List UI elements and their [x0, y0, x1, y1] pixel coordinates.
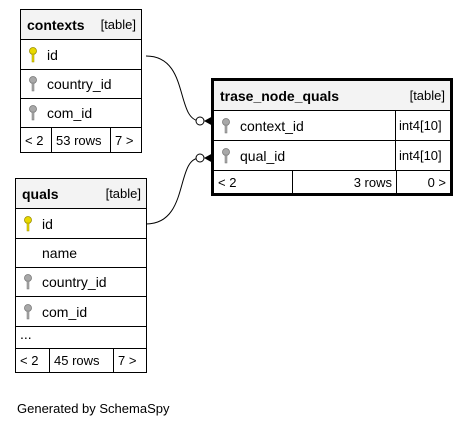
table-kind: [table]	[105, 186, 141, 201]
table-contexts[interactable]: contexts [table] id country_id com_id < …	[20, 9, 142, 153]
table-header: contexts [table]	[21, 10, 141, 40]
column-name: id	[47, 46, 58, 63]
table-trase-node-quals[interactable]: trase_node_quals [table] context_id int4…	[211, 78, 453, 196]
edge-contexts-to-trase-context	[145, 55, 201, 122]
primary-key-icon	[29, 46, 37, 62]
edge-crowfoot-qual	[204, 153, 213, 163]
foreign-key-icon	[222, 117, 230, 133]
footer-prev[interactable]: < 2	[214, 171, 293, 193]
column-name: country_id	[47, 76, 112, 92]
column-row[interactable]: context_id int4[10]	[214, 111, 450, 141]
table-header: trase_node_quals [table]	[214, 81, 450, 111]
foreign-key-icon	[29, 105, 37, 121]
table-footer: < 2 53 rows 7 >	[21, 128, 141, 152]
column-name: id	[42, 215, 53, 232]
table-header: quals [table]	[16, 179, 146, 209]
footer-row-count: 45 rows	[50, 349, 114, 372]
column-name: com_id	[47, 105, 93, 121]
column-row[interactable]: qual_id int4[10]	[214, 141, 450, 171]
column-row[interactable]: country_id	[21, 70, 141, 99]
table-kind: [table]	[409, 88, 445, 103]
more-columns-ellipsis: ...	[20, 326, 32, 342]
footer-prev[interactable]: < 2	[21, 128, 52, 152]
edge-end-circle-context	[195, 116, 205, 126]
more-columns-row: ...	[16, 327, 146, 349]
column-row[interactable]: id	[16, 209, 146, 239]
column-name: name	[42, 245, 78, 261]
column-row[interactable]: id	[21, 40, 141, 70]
column-name: country_id	[42, 274, 107, 290]
table-footer: < 2 3 rows 0 >	[214, 171, 450, 193]
column-name: com_id	[42, 303, 88, 320]
table-name: contexts	[27, 16, 85, 33]
foreign-key-icon	[222, 147, 230, 163]
column-name: qual_id	[240, 147, 286, 164]
foreign-key-icon	[24, 274, 32, 290]
table-name: quals	[22, 185, 59, 202]
table-quals[interactable]: quals [table] id name country_id com_id …	[15, 178, 147, 373]
table-footer: < 2 45 rows 7 >	[16, 349, 146, 372]
column-type: int4[10]	[395, 111, 450, 140]
column-row[interactable]: name	[16, 239, 146, 268]
column-row[interactable]: com_id	[16, 297, 146, 327]
table-kind: [table]	[100, 17, 136, 32]
edge-crowfoot-context	[204, 116, 213, 126]
footer-prev[interactable]: < 2	[16, 349, 50, 372]
footer-next[interactable]: 7 >	[118, 353, 137, 368]
table-name: trase_node_quals	[220, 87, 340, 104]
column-type: int4[10]	[395, 141, 450, 170]
foreign-key-icon	[29, 76, 37, 92]
primary-key-icon	[24, 215, 32, 231]
column-name: context_id	[240, 117, 304, 134]
edge-end-circle-qual	[195, 153, 205, 163]
footer-next[interactable]: 0 >	[427, 174, 446, 190]
footer-row-count: 3 rows	[293, 171, 397, 193]
column-row[interactable]: country_id	[16, 268, 146, 297]
generated-by-caption: Generated by SchemaSpy	[17, 401, 170, 416]
foreign-key-icon	[24, 303, 32, 319]
edge-quals-to-trase-qual	[145, 157, 201, 225]
column-row[interactable]: com_id	[21, 99, 141, 128]
footer-next[interactable]: 7 >	[115, 132, 134, 148]
footer-row-count: 53 rows	[52, 128, 111, 152]
